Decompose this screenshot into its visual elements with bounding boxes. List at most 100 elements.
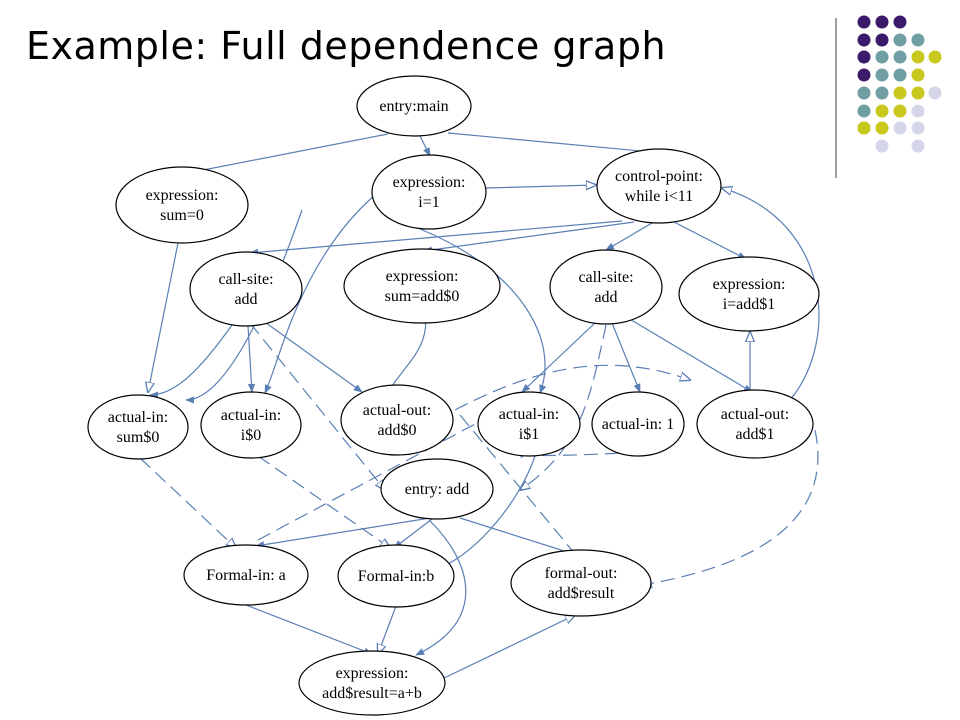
control-edge (149, 324, 233, 399)
node-label: control-point: (615, 168, 703, 185)
decorative-dot-grid (835, 15, 942, 178)
control-edge (261, 319, 363, 393)
node-ellipse (596, 148, 722, 224)
decorative-dot (857, 104, 871, 118)
node-ellipse (477, 391, 581, 457)
node-ellipse (371, 154, 487, 230)
node-label: actual-out: (363, 402, 431, 419)
control-edge (423, 221, 635, 254)
graph-node-formal-in-a: Formal-in: a (183, 544, 309, 606)
node-ellipse (200, 391, 302, 459)
node-label: add$0 (377, 422, 416, 439)
node-label: expression: (386, 268, 459, 285)
decorative-dot (911, 50, 925, 64)
control-edge (627, 317, 753, 393)
node-label: formal-out: (545, 565, 618, 582)
decorative-dot (875, 104, 889, 118)
decorative-dot (911, 68, 925, 82)
node-label: i$0 (241, 427, 261, 444)
node-label: call-site: (578, 269, 633, 286)
graph-node-expr-i1: expression: i=1 (371, 154, 487, 230)
control-edge (419, 135, 431, 157)
graph-node-expr-i-add1: expression:i=add$1 (678, 256, 820, 332)
node-label: add (234, 291, 257, 308)
decorative-dot (875, 86, 889, 100)
decorative-dot (893, 121, 907, 135)
decorative-dot (875, 15, 889, 29)
control-edge (245, 604, 373, 655)
decorative-dot (857, 50, 871, 64)
node-ellipse (183, 544, 309, 606)
parameter-edge (642, 429, 819, 585)
control-edge (605, 222, 653, 251)
node-label: i$1 (519, 426, 539, 443)
data-edge (148, 242, 179, 392)
control-edge (439, 455, 536, 569)
decorative-dot (911, 33, 925, 47)
graph-node-entry-add: entry: add (380, 458, 494, 520)
control-edge (255, 517, 431, 549)
decorative-dot (857, 15, 871, 29)
control-edge (673, 221, 747, 260)
control-edge (459, 517, 581, 557)
node-label: call-site: (218, 271, 273, 288)
node-label: sum=0 (160, 207, 204, 224)
node-label: add$1 (735, 426, 774, 443)
data-edge (439, 615, 575, 681)
graph-node-expr-sum0: expression:sum=0 (115, 166, 249, 244)
decorative-dot (911, 86, 925, 100)
graph-node-actual-in-1: actual-in: 1 (591, 391, 685, 457)
graph-node-formal-in-b: Formal-in:b (337, 544, 455, 608)
decorative-dot (893, 15, 907, 29)
decorative-dot (857, 121, 871, 135)
node-label: sum$0 (117, 429, 160, 446)
node-label: actual-in: (221, 407, 281, 424)
control-edge (419, 228, 547, 394)
parameter-edge (257, 455, 390, 548)
control-edge (611, 322, 641, 393)
data-edge (485, 185, 596, 188)
node-label: expression: (336, 665, 409, 682)
decorative-dot (893, 68, 907, 82)
decorative-dot (893, 50, 907, 64)
decorative-dot (911, 104, 925, 118)
node-label: expression: (393, 174, 466, 191)
parameter-edge (459, 414, 580, 560)
decorative-dot (857, 86, 871, 100)
node-ellipse (87, 394, 189, 460)
graph-node-expr-sum-add0: expression: sum=add$0 (343, 248, 501, 324)
decorative-dot (911, 121, 925, 135)
control-edge (264, 193, 377, 394)
node-label: sum=add$0 (385, 288, 460, 305)
node-label: add (594, 289, 617, 306)
graph-node-callsite-add-1: call-site: add (189, 251, 303, 327)
parameter-edge (139, 457, 236, 548)
node-ellipse (510, 549, 652, 617)
node-label: i=1 (418, 194, 439, 211)
graph-node-formal-out: formal-out: add$result (510, 549, 652, 617)
node-ellipse (189, 251, 303, 327)
node-label: add$result (548, 585, 615, 602)
node-ellipse (337, 544, 455, 608)
decorative-dot (911, 139, 925, 153)
decorative-dot (875, 139, 889, 153)
nodes-layer: entry:mainexpression:sum=0expression:i=1… (87, 75, 820, 716)
node-label: entry:main (379, 98, 448, 115)
node-ellipse (343, 248, 501, 324)
control-edge (415, 520, 467, 656)
decorative-dot (875, 68, 889, 82)
node-label: add$result=a+b (322, 685, 422, 702)
control-edge (249, 220, 623, 256)
node-label: entry: add (405, 481, 469, 498)
parameter-edge (249, 322, 385, 490)
node-label: actual-in: 1 (602, 416, 674, 433)
decorative-dot (928, 50, 942, 64)
slide-title: Example: Full dependence graph (26, 24, 667, 68)
node-ellipse (340, 384, 454, 456)
control-edge (447, 132, 663, 156)
graph-node-callsite-add-2: call-site: add (549, 249, 663, 325)
control-edge (521, 321, 597, 393)
parameter-edge (520, 324, 607, 490)
decorative-dot (875, 50, 889, 64)
